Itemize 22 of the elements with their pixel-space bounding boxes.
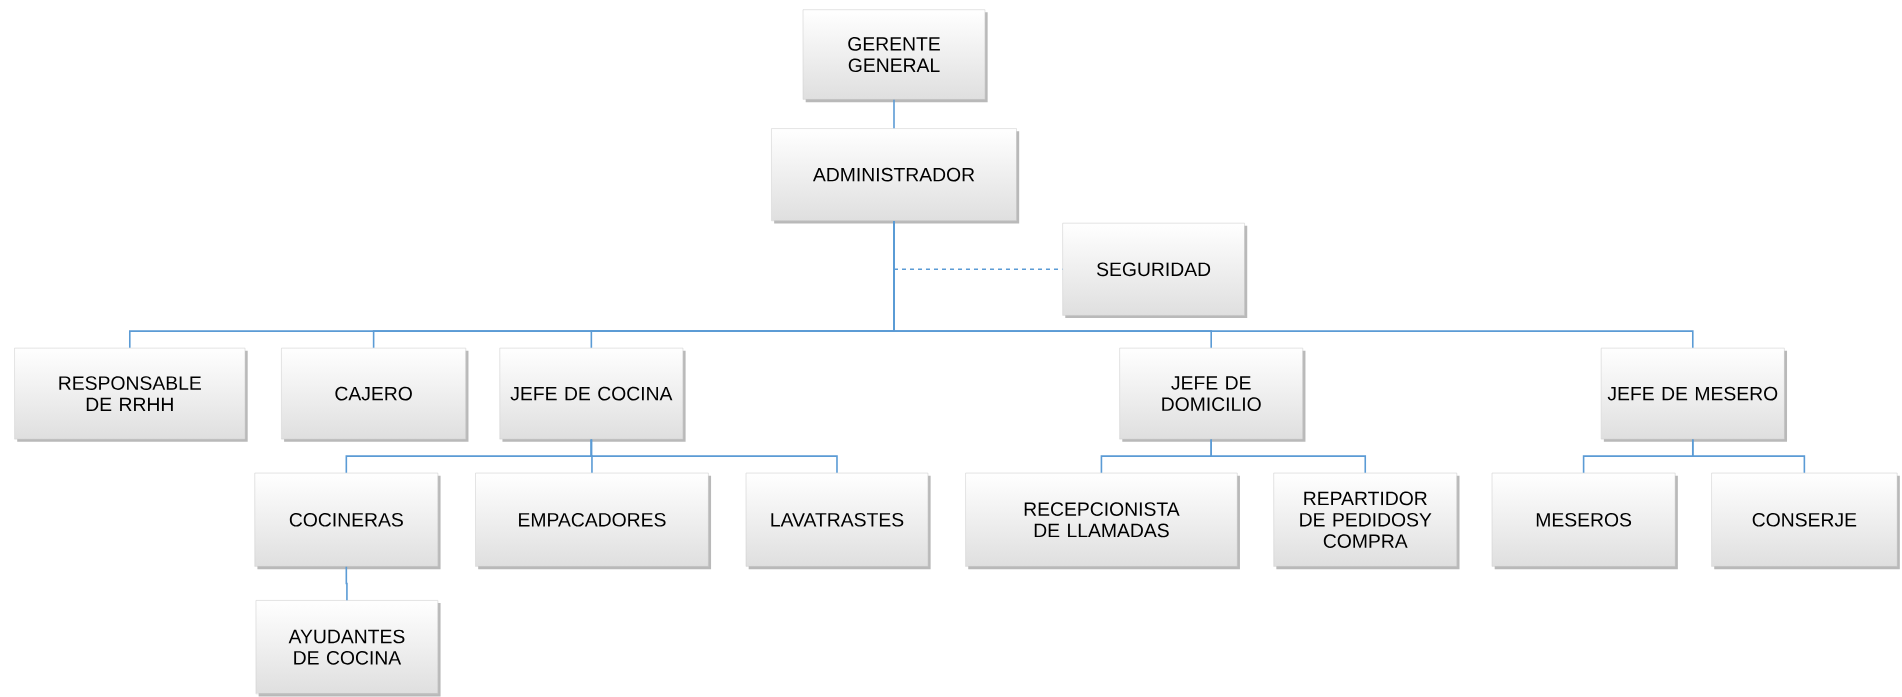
org-box: ADMINISTRADOR (771, 128, 1020, 224)
connector-line (893, 98, 895, 129)
connector-line (590, 438, 838, 474)
org-box: RECEPCIONISTA DE LLAMADAS (965, 472, 1240, 569)
org-box: AYUDANTES DE COCINA (255, 599, 441, 697)
org-box: JEFE DE DOMICILIO (1119, 347, 1306, 442)
connector-line (1210, 438, 1367, 474)
org-box: REPARTIDOR DE PEDIDOSY COMPRA (1273, 472, 1460, 569)
org-box: RESPONSABLE DE RRHH (14, 347, 248, 442)
connector-line (1692, 438, 1806, 474)
org-box: CAJERO (281, 347, 469, 442)
connector-line (345, 565, 348, 601)
org-box: GERENTE GENERAL (802, 9, 988, 102)
org-box: MESEROS (1491, 472, 1678, 569)
org-box: SEGURIDAD (1062, 222, 1248, 318)
org-box: CONSERJE (1711, 472, 1900, 569)
org-box: JEFE DE COCINA (499, 347, 686, 442)
org-box: LAVATRASTES (745, 472, 931, 569)
connector-line (893, 220, 1694, 349)
org-box: COCINERAS (254, 472, 441, 569)
org-box: JEFE DE MESERO (1600, 347, 1788, 442)
org-box: EMPACADORES (475, 472, 712, 569)
